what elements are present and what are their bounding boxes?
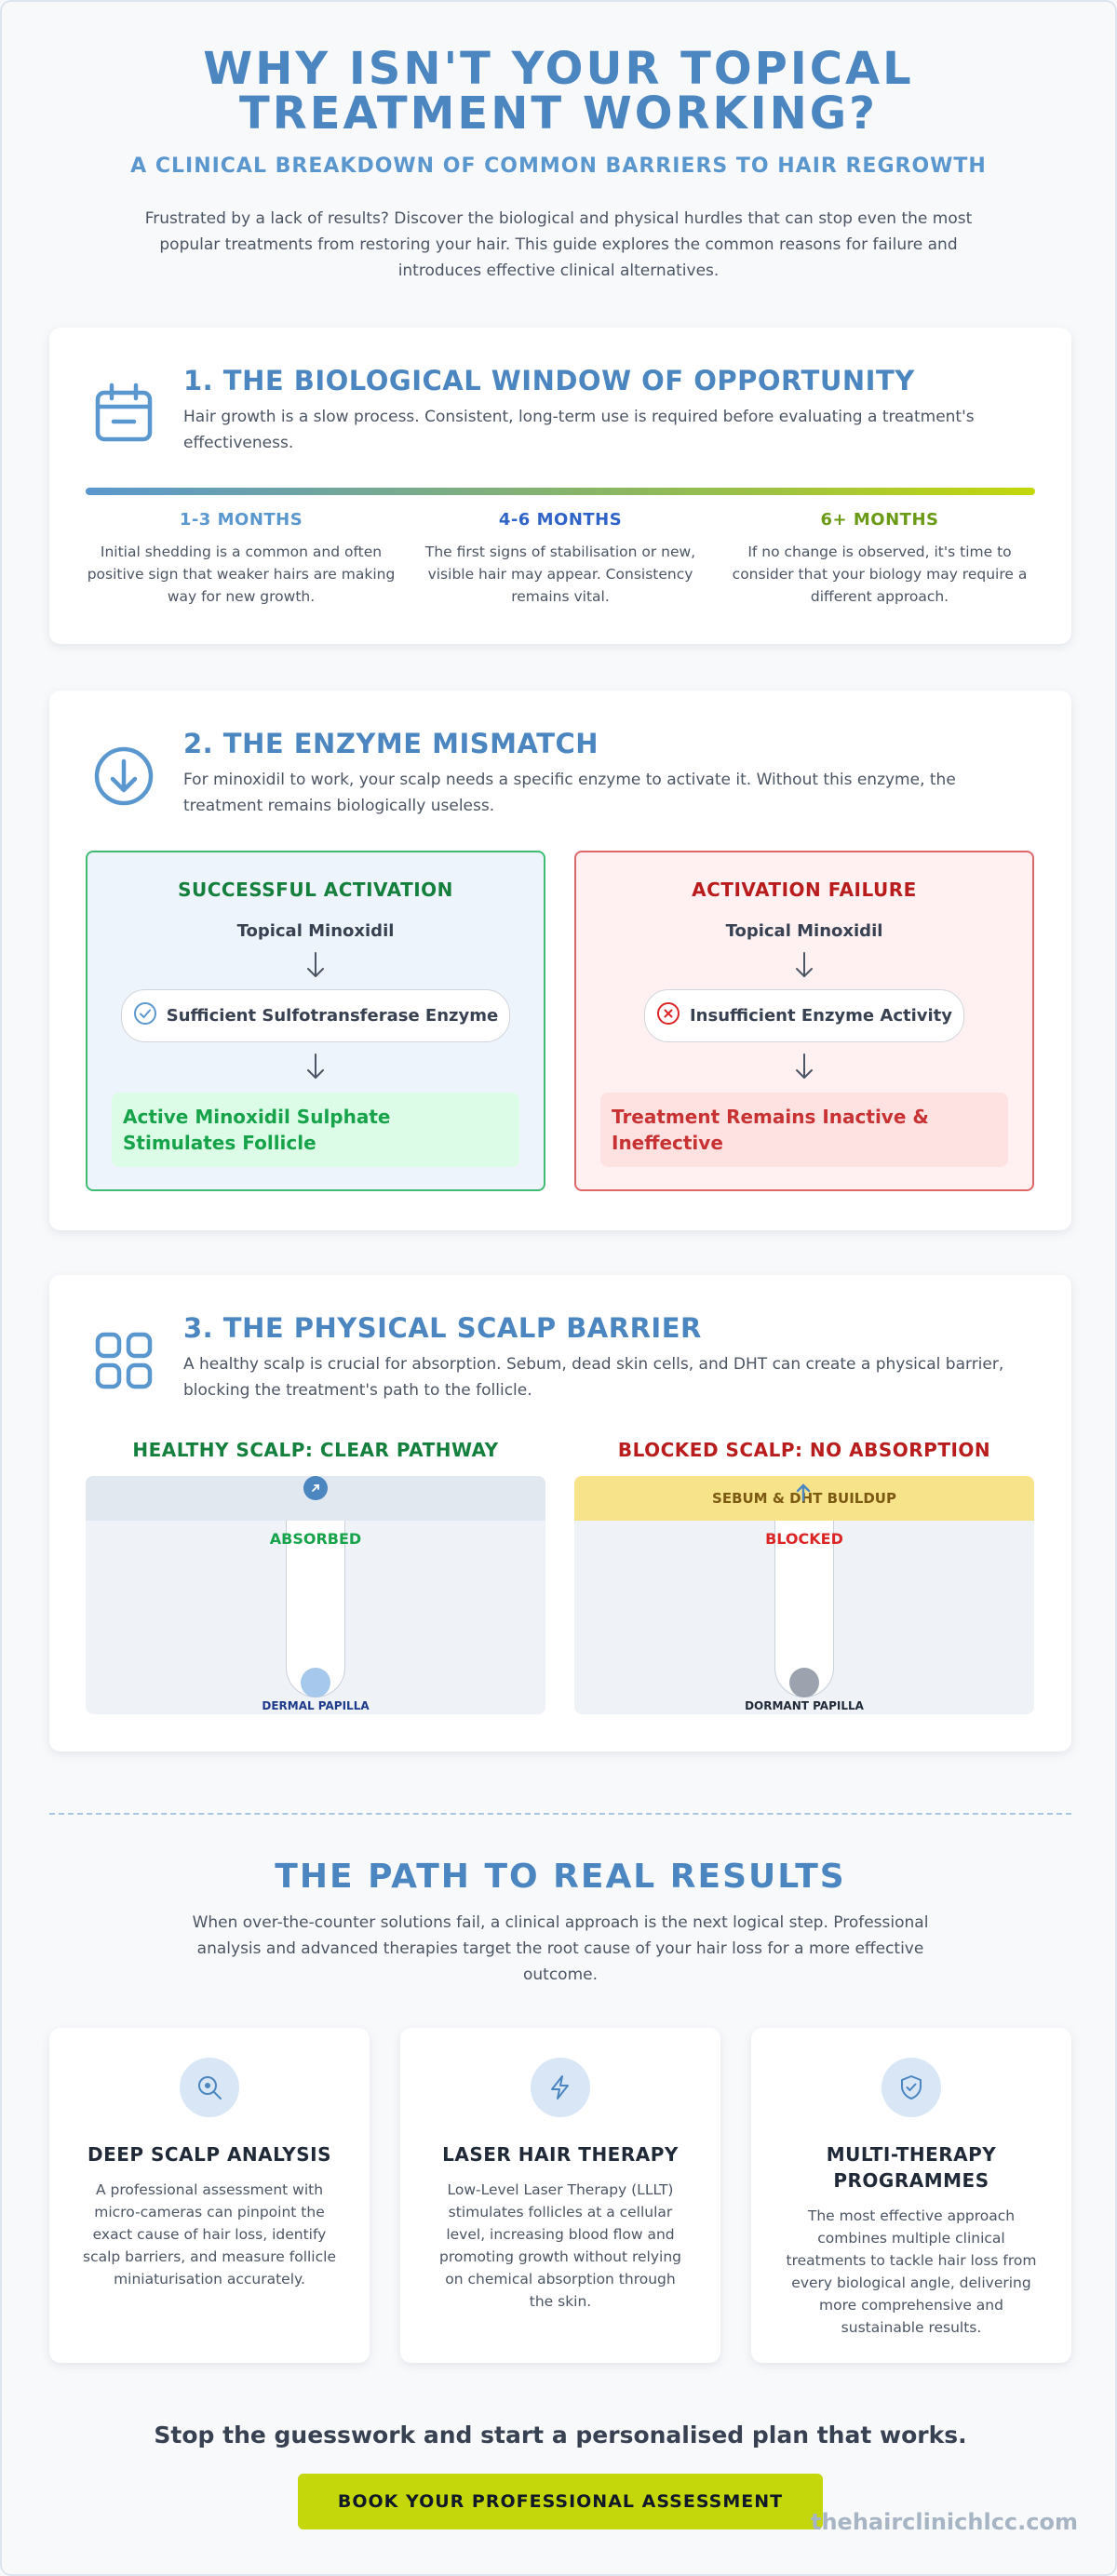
- enzyme-status-text: Sufficient Sulfotransferase Enzyme: [166, 1006, 499, 1026]
- page-subtitle: A CLINICAL BREAKDOWN OF COMMON BARRIERS …: [130, 154, 987, 178]
- phase-label: 6+ MONTHS: [820, 510, 939, 530]
- results-description: When over-the-counter solutions fail, a …: [192, 1913, 929, 1984]
- intro-text: Frustrated by a lack of results? Discove…: [144, 209, 973, 280]
- treatment-text: Low-Level Laser Therapy (LLLT) stimulate…: [439, 2181, 681, 2310]
- section-description: A healthy scalp is crucial for absorptio…: [183, 1355, 1004, 1400]
- phase-text: Initial shedding is a common and often p…: [87, 543, 396, 605]
- calendar-icon: [90, 380, 157, 447]
- treatment-card-multi-therapy: MULTI-THERAPY PROGRAMMES The most effect…: [751, 2028, 1071, 2363]
- droplet-icon: [303, 1476, 328, 1500]
- book-assessment-button[interactable]: BOOK YOUR PROFESSIONAL ASSESSMENT: [298, 2474, 823, 2529]
- arrow-down-icon: [87, 946, 544, 984]
- section-title: 1. THE BIOLOGICAL WINDOW OF OPPORTUNITY: [183, 365, 915, 396]
- healthy-scalp-title: HEALTHY SCALP: CLEAR PATHWAY: [132, 1439, 499, 1461]
- enzyme-status-pill: Insufficient Enzyme Activity: [643, 989, 964, 1042]
- phase-text: The first signs of stabilisation or new,…: [424, 543, 696, 605]
- enzyme-status-pill: Sufficient Sulfotransferase Enzyme: [120, 989, 511, 1042]
- phase-label: 1-3 MONTHS: [179, 510, 303, 530]
- arrow-down-icon: [87, 1048, 544, 1085]
- absorption-status: ABSORBED: [269, 1530, 362, 1548]
- biological-window-section: 1. THE BIOLOGICAL WINDOW OF OPPORTUNITY …: [49, 328, 1071, 644]
- flow-drug: Topical Minoxidil: [725, 921, 883, 941]
- papilla-label: DERMAL PAPILLA: [262, 1699, 370, 1712]
- section-description: Hair growth is a slow process. Consisten…: [183, 408, 975, 452]
- treatment-title: DEEP SCALP ANALYSIS: [87, 2143, 332, 2166]
- blocked-arrow-icon: [794, 1483, 813, 1508]
- flow-result: Active Minoxidil Sulphate Stimulates Fol…: [112, 1093, 519, 1167]
- section-title: 2. THE ENZYME MISMATCH: [183, 728, 599, 759]
- phase-6-plus-months: 6+ MONTHS If no change is observed, it's…: [724, 510, 1035, 608]
- cta-headline: Stop the guesswork and start a personali…: [154, 2422, 967, 2449]
- magnifier-icon: [180, 2058, 239, 2117]
- healthy-scalp-diagram: ABSORBED DERMAL PAPILLA: [86, 1476, 545, 1714]
- successful-activation-flow: SUCCESSFUL ACTIVATION Topical Minoxidil …: [86, 851, 545, 1191]
- dormant-papilla: [789, 1668, 819, 1697]
- arrow-down-circle-icon: [90, 743, 157, 810]
- results-title: THE PATH TO REAL RESULTS: [275, 1858, 846, 1896]
- arrow-down-icon: [576, 946, 1032, 984]
- activation-failure-flow: ACTIVATION FAILURE Topical Minoxidil Ins…: [574, 851, 1034, 1191]
- flow-result: Treatment Remains Inactive & Ineffective: [600, 1093, 1008, 1167]
- section-title: 3. THE PHYSICAL SCALP BARRIER: [183, 1312, 702, 1344]
- flow-title: ACTIVATION FAILURE: [692, 879, 917, 901]
- phase-label: 4-6 MONTHS: [498, 510, 623, 530]
- treatment-title: LASER HAIR THERAPY: [442, 2143, 679, 2166]
- absorption-status: BLOCKED: [765, 1530, 843, 1548]
- timeline-phases: 1-3 MONTHS Initial shedding is a common …: [86, 510, 1035, 608]
- papilla-label: DORMANT PAPILLA: [745, 1699, 864, 1712]
- hero-header: WHY ISN'T YOUR TOPICAL TREATMENT WORKING…: [2, 2, 1115, 284]
- treatment-card-laser-therapy: LASER HAIR THERAPY Low-Level Laser Thera…: [400, 2028, 720, 2363]
- treatment-card-scalp-analysis: DEEP SCALP ANALYSIS A professional asses…: [49, 2028, 370, 2363]
- treatment-text: The most effective approach combines mul…: [786, 2207, 1037, 2336]
- treatment-title: MULTI-THERAPY PROGRAMMES: [826, 2143, 997, 2192]
- shield-check-icon: [881, 2058, 941, 2117]
- enzyme-mismatch-section: 2. THE ENZYME MISMATCH For minoxidil to …: [49, 691, 1071, 1230]
- section-divider: [49, 1813, 1071, 1815]
- section-description: For minoxidil to work, your scalp needs …: [183, 771, 956, 815]
- blocked-scalp-diagram: SEBUM & DHT BUILDUP BLOCKED DORMANT PAPI…: [574, 1476, 1034, 1714]
- check-circle-icon: [133, 1001, 157, 1030]
- x-circle-icon: [656, 1001, 680, 1030]
- timeline-bar: [86, 488, 1035, 495]
- arrow-down-icon: [576, 1048, 1032, 1085]
- phase-4-6-months: 4-6 MONTHS The first signs of stabilisat…: [405, 510, 716, 608]
- blocked-scalp-title: BLOCKED SCALP: NO ABSORPTION: [617, 1439, 991, 1461]
- phase-1-3-months: 1-3 MONTHS Initial shedding is a common …: [86, 510, 397, 608]
- treatment-text: A professional assessment with micro-cam…: [83, 2181, 336, 2288]
- grid-icon: [90, 1327, 157, 1394]
- page-title: WHY ISN'T YOUR TOPICAL TREATMENT WORKING…: [203, 43, 914, 140]
- website-watermark: thehairclinichlcc.com: [810, 2509, 1078, 2535]
- lightning-icon: [531, 2058, 590, 2117]
- flow-drug: Topical Minoxidil: [236, 921, 395, 941]
- enzyme-status-text: Insufficient Enzyme Activity: [689, 1006, 952, 1026]
- flow-title: SUCCESSFUL ACTIVATION: [178, 879, 453, 901]
- phase-text: If no change is observed, it's time to c…: [732, 543, 1028, 605]
- dermal-papilla: [301, 1668, 330, 1697]
- scalp-barrier-section: 3. THE PHYSICAL SCALP BARRIER A healthy …: [49, 1275, 1071, 1751]
